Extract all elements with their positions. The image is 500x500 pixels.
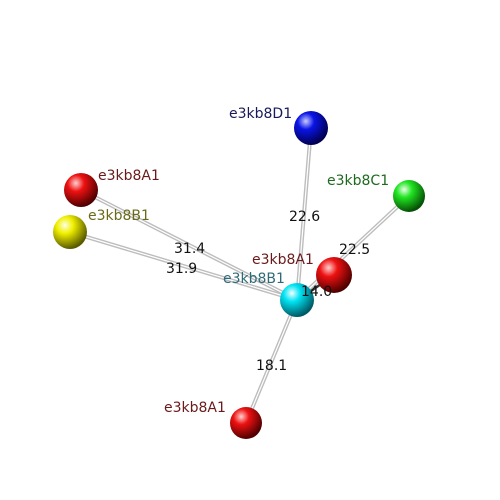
node-sphere-a1-top[interactable] xyxy=(64,173,98,207)
node-label-a1-bottom: e3kb8A1 xyxy=(164,400,226,416)
edge-b1-core xyxy=(69,231,298,301)
edge-a1-top-core xyxy=(80,189,298,301)
edge-a1-bottom-core xyxy=(245,299,298,424)
distance-label-a1-top: 31.4 xyxy=(174,241,205,257)
node-sphere-b1-yellow[interactable] xyxy=(53,215,87,249)
node-label-c1: e3kb8C1 xyxy=(327,173,389,189)
node-label-a1-top: e3kb8A1 xyxy=(98,168,160,184)
node-label-a1-near: e3kb8A1 xyxy=(252,252,314,268)
node-sphere-center[interactable] xyxy=(280,283,314,317)
nodes xyxy=(53,111,425,439)
node-sphere-d1[interactable] xyxy=(294,111,328,145)
node-label-d1: e3kb8D1 xyxy=(229,106,292,122)
distance-label-a1-near: 14.0 xyxy=(301,284,332,300)
node-label-center: e3kb8B1 xyxy=(223,271,285,287)
node-label-b1-yellow: e3kb8B1 xyxy=(88,208,150,224)
distance-label-c1: 22.5 xyxy=(339,242,370,258)
distance-labels: 22.6 22.5 31.4 31.9 14.0 18.1 xyxy=(166,209,370,374)
node-sphere-a1-near[interactable] xyxy=(316,257,352,293)
edge-c1-core xyxy=(296,195,410,301)
distance-label-a1-bottom: 18.1 xyxy=(256,358,287,374)
edge-d1-core xyxy=(296,127,312,301)
node-sphere-a1-bottom[interactable] xyxy=(230,407,262,439)
distance-label-d1: 22.6 xyxy=(289,209,320,225)
node-labels: e3kb8D1 e3kb8C1 e3kb8A1 e3kb8B1 e3kb8A1 … xyxy=(88,106,389,416)
distance-label-b1: 31.9 xyxy=(166,261,197,277)
node-sphere-c1[interactable] xyxy=(393,180,425,212)
